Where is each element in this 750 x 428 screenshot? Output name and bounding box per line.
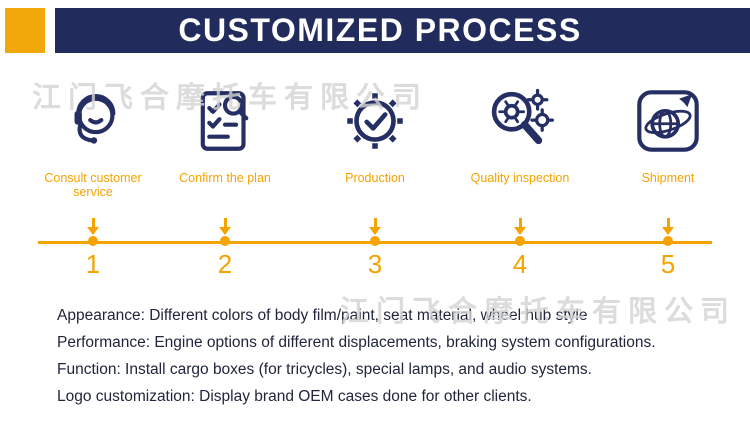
- step-label: Production: [345, 171, 405, 185]
- header-bar: CUSTOMIZED PROCESS: [55, 8, 750, 53]
- timeline-marker-5: 5: [638, 218, 698, 277]
- process-step-1: Consult customer service: [18, 84, 168, 199]
- timeline-dot-icon: [370, 236, 380, 246]
- arrow-down-icon: [638, 218, 698, 235]
- process-step-5: Shipment: [593, 84, 743, 185]
- gear-check-icon: [338, 84, 412, 158]
- magnifier-gears-icon: [483, 84, 557, 158]
- detail-line-performance: Performance: Engine options of different…: [57, 334, 656, 351]
- arrow-down-icon: [490, 218, 550, 235]
- timeline-dot-icon: [220, 236, 230, 246]
- process-step-4: Quality inspection: [445, 84, 595, 185]
- timeline-dot-icon: [88, 236, 98, 246]
- step-number: 3: [367, 249, 383, 279]
- globe-airplane-icon: [631, 84, 705, 158]
- process-step-3: Production: [300, 84, 450, 185]
- step-label: Quality inspection: [470, 171, 570, 185]
- header-accent-square: [5, 8, 45, 53]
- checklist-magnifier-icon: [188, 84, 262, 158]
- timeline-marker-2: 2: [195, 218, 255, 277]
- timeline-dot-icon: [515, 236, 525, 246]
- timeline-dot-icon: [663, 236, 673, 246]
- arrow-down-icon: [195, 218, 255, 235]
- detail-line-logo: Logo customization: Display brand OEM ca…: [57, 388, 532, 405]
- step-label: Consult customer service: [44, 171, 142, 199]
- step-number: 5: [660, 249, 676, 279]
- step-number: 2: [217, 249, 233, 279]
- step-label: Confirm the plan: [179, 171, 271, 185]
- arrow-down-icon: [345, 218, 405, 235]
- step-number: 1: [85, 249, 101, 279]
- process-step-2: Confirm the plan: [150, 84, 300, 185]
- timeline-marker-1: 1: [63, 218, 123, 277]
- customization-details: Appearance: Different colors of body fil…: [57, 302, 730, 410]
- step-number: 4: [512, 249, 528, 279]
- step-label: Shipment: [641, 171, 695, 185]
- page-title: CUSTOMIZED PROCESS: [178, 12, 582, 48]
- timeline-marker-4: 4: [490, 218, 550, 277]
- detail-line-appearance: Appearance: Different colors of body fil…: [57, 307, 588, 324]
- customer-service-headset-icon: [56, 84, 130, 158]
- detail-line-function: Function: Install cargo boxes (for tricy…: [57, 361, 592, 378]
- timeline-marker-3: 3: [345, 218, 405, 277]
- arrow-down-icon: [63, 218, 123, 235]
